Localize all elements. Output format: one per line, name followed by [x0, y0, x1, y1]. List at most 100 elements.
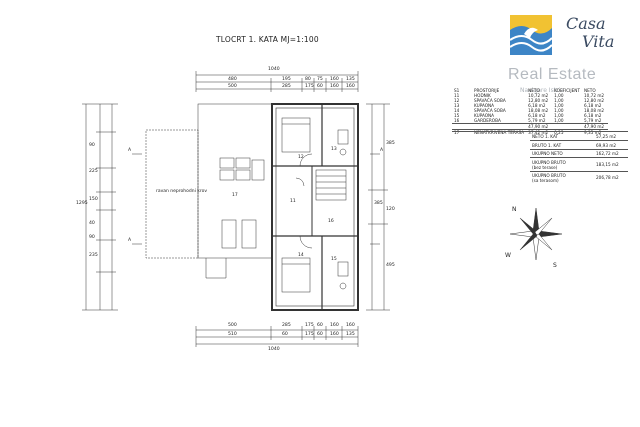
table-cell: 14 [454, 108, 460, 113]
left-dim: 235 [89, 253, 98, 258]
flat-roof-label: ravan neprohodni krov [156, 189, 208, 194]
table-cell: 18,08 m2 [528, 108, 549, 113]
table-cell: 1,00 [554, 118, 564, 123]
ukupno-bruto-label: UKUPNO BRUTO [532, 160, 566, 165]
bruto-kat-value: 69,93 m2 [596, 143, 617, 148]
bottom-dim: 175 [305, 332, 314, 337]
table-cell: 37,42 m2 [528, 130, 549, 135]
logo-text-vita: Vita [582, 32, 615, 51]
summary-divider [530, 157, 628, 158]
neto-kat-label: NETO 1. KAT [532, 134, 559, 139]
right-dim: 120 [386, 207, 395, 212]
table-row: 16 GARDEROBA 5,79 m2 1,00 5,79 m2 [452, 118, 608, 124]
bottom-dim: 285 [282, 323, 291, 328]
section-a-left-lower: A [128, 238, 132, 243]
room-13-label: 13 [331, 147, 337, 152]
table-cell: 12 [454, 98, 460, 103]
bruto-kat-label: BRUTO 1. KAT [532, 143, 562, 148]
table-cell: SPAVAĆA SOBA [474, 98, 506, 103]
table-cell: 0,25 [554, 130, 564, 135]
left-dim: 90 [89, 143, 95, 148]
watermark-brand: Real Estate [508, 66, 597, 83]
table-cell: 10,72 m2 [584, 93, 605, 98]
section-a-left: A [128, 148, 132, 153]
top-dim: 75 [317, 77, 323, 82]
drawing-title: TLOCRT 1. KATA MJ=1:100 [216, 35, 319, 44]
table-row: 13 KUPAONA 6,18 m2 1,00 6,18 m2 [452, 103, 608, 108]
table-cell: 12,80 m2 [528, 98, 549, 103]
table-cell: SPAVAĆA SOBA [474, 108, 506, 113]
bottom-dim: 500 [228, 323, 237, 328]
compass-s-label: S [553, 262, 557, 269]
neto-kat-value: 57,25 m2 [596, 134, 617, 139]
top-dim: 80 [305, 77, 311, 82]
table-cell: GARDEROBA [474, 118, 501, 123]
right-dim: 495 [386, 263, 395, 268]
summary-divider [530, 171, 628, 172]
table-cell: 1,00 [554, 113, 564, 118]
summary-divider [530, 140, 628, 141]
table-cell: 6,18 m2 [528, 103, 546, 108]
bottom-dim: 160 [330, 323, 339, 328]
summary-divider [452, 131, 628, 132]
table-cell: 9,35 m2 [584, 130, 602, 135]
ukupno-bruto2-sub: (sa terasom) [532, 178, 559, 183]
table-cell: KUPAONA [474, 103, 495, 108]
ukupno-bruto-sub: (bez terase) [532, 165, 558, 170]
bottom-dim: 60 [317, 332, 323, 337]
room-16-label: 16 [328, 219, 334, 224]
logo-text-casa: Casa [566, 14, 606, 33]
top-dim: 175 [305, 84, 314, 89]
table-cell: 16 [454, 118, 460, 123]
table-cell: 1,00 [554, 108, 564, 113]
top-dim: 160 [330, 77, 339, 82]
watermark-tagline: Navigare Istria [520, 87, 564, 94]
compass-w-label: W [505, 252, 511, 259]
table-header-cell: NETO [584, 88, 596, 93]
right-overall-dim: 385 [374, 201, 383, 206]
bottom-dim: 60 [282, 332, 288, 337]
table-cell: KUPAONA [474, 113, 495, 118]
table-header-cell: NETO [528, 88, 540, 93]
table-header-cell: PROSTORIJE [474, 88, 500, 93]
table-cell: 15 [454, 113, 460, 118]
bottom-dim: 160 [346, 323, 355, 328]
top-dim: 285 [282, 84, 291, 89]
table-cell: 5,79 m2 [584, 118, 602, 123]
top-dim: 160 [346, 84, 355, 89]
top-dim: 500 [228, 84, 237, 89]
top-dim: 160 [330, 84, 339, 89]
top-dim: 60 [317, 84, 323, 89]
table-cell: 6,18 m2 [584, 103, 602, 108]
ukupno-bruto-value: 183,15 m2 [596, 162, 619, 167]
left-dim: 90 [89, 235, 95, 240]
room-15-label: 15 [331, 257, 337, 262]
ukupno-bruto2-value: 206,78 m2 [596, 175, 619, 180]
table-cell: 47,90 m2 [584, 124, 605, 129]
table-cell: 6,18 m2 [528, 113, 546, 118]
table-cell: 10,72 m2 [528, 93, 549, 98]
table-cell: 47,90 m2 [528, 124, 549, 129]
table-cell: 13 [454, 103, 460, 108]
table-row: 47,90 m2 47,90 m2 [452, 123, 608, 130]
right-dim: 385 [386, 141, 395, 146]
table-header-row: S1 PROSTORIJE NETO KOEFICIJENT NETO [452, 88, 608, 93]
table-cell: 1,00 [554, 98, 564, 103]
bottom-dim: 175 [305, 323, 314, 328]
left-dim: 150 [89, 197, 98, 202]
table-header-cell: S1 [454, 88, 460, 93]
table-cell: 11 [454, 93, 460, 98]
table-cell: 1,00 [554, 103, 564, 108]
top-dim: 135 [346, 77, 355, 82]
logo-emblem-icon [509, 15, 553, 55]
table-cell: 6,18 m2 [584, 113, 602, 118]
casa-vita-logo: Casa Vita [508, 12, 636, 60]
table-cell: 5,79 m2 [528, 118, 546, 123]
left-dim: 225 [89, 169, 98, 174]
room-17-label: 17 [232, 193, 238, 198]
room-11-label: 11 [290, 199, 296, 204]
bottom-dim: 135 [346, 332, 355, 337]
